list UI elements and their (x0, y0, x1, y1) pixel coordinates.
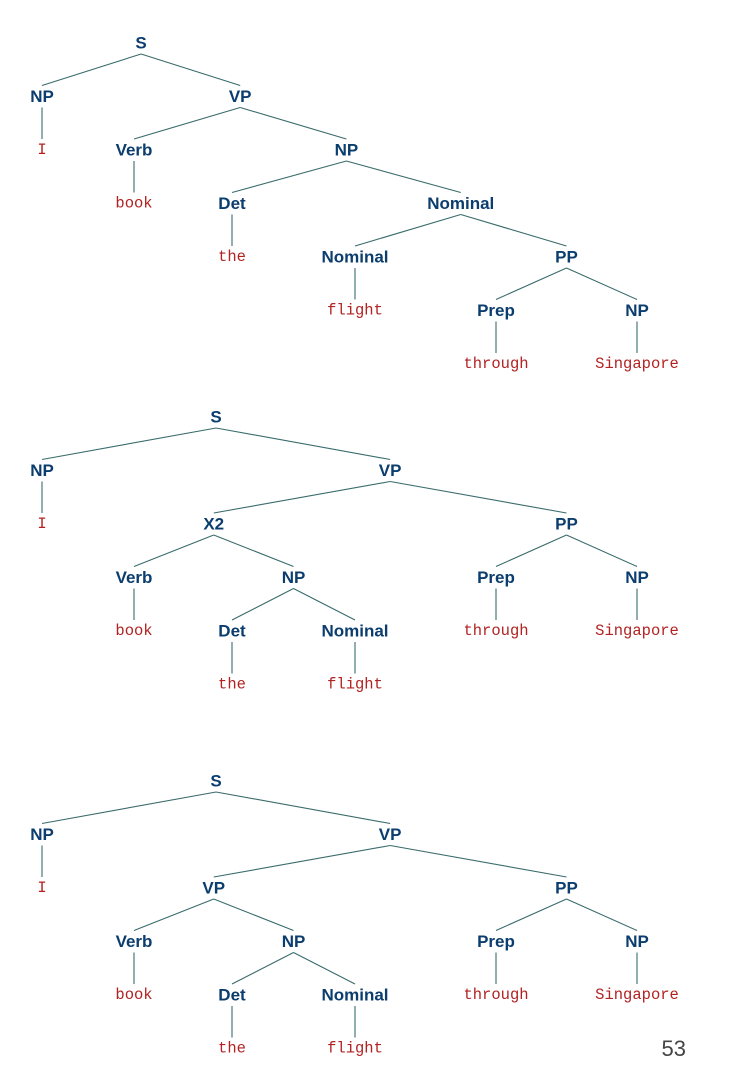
tree-edge (293, 952, 356, 985)
tree-edge (41, 427, 217, 461)
tree-edge (460, 213, 567, 247)
tree-edge (213, 898, 294, 932)
leaf-word: through (463, 622, 528, 640)
leaf-word: I (37, 879, 46, 897)
tree-node-label: VP (379, 461, 402, 480)
tree-edge (495, 267, 567, 301)
tree-edge (390, 480, 567, 514)
tree-edge (213, 480, 391, 514)
tree-node-label: NP (625, 932, 649, 951)
tree-node-label: Nominal (321, 622, 388, 641)
tree-node-label: Verb (116, 568, 153, 587)
tree-node-label: PP (555, 515, 578, 534)
tree-edge (231, 588, 294, 621)
tree-node-label: S (135, 34, 146, 53)
tree-node-label: NP (625, 568, 649, 587)
tree-node-label: Nominal (427, 194, 494, 213)
tree-edge (495, 898, 567, 932)
tree-node-label: Nominal (321, 248, 388, 267)
leaf-word: Singapore (595, 622, 679, 640)
tree-node-label: Prep (477, 932, 515, 951)
tree-node-label: NP (30, 825, 54, 844)
tree-node-label: X2 (203, 515, 224, 534)
tree-node-label: PP (555, 879, 578, 898)
tree-node-label: VP (379, 825, 402, 844)
tree-node-label: VP (229, 87, 252, 106)
tree-edge (566, 534, 638, 568)
tree-edge (231, 160, 347, 194)
leaf-word: through (463, 355, 528, 373)
leaf-word: through (463, 986, 528, 1004)
tree-node-label: S (210, 408, 221, 427)
tree-node-label: NP (282, 932, 306, 951)
leaf-word: the (218, 248, 246, 266)
leaf-word: the (218, 676, 246, 694)
tree-edge (240, 106, 347, 140)
tree-edge (213, 534, 294, 568)
tree-edge (293, 588, 356, 621)
tree-edge (495, 534, 567, 568)
leaf-word: Singapore (595, 355, 679, 373)
leaf-word: flight (327, 302, 383, 320)
tree-edge (231, 952, 294, 985)
tree-edge (133, 106, 241, 140)
tree-node-label: NP (625, 301, 649, 320)
tree-node-label: Verb (116, 932, 153, 951)
tree-node-label: Det (218, 622, 246, 641)
tree-node-label: VP (202, 879, 225, 898)
tree-edge (566, 267, 638, 301)
page-number: 53 (661, 1036, 686, 1061)
tree-node-label: Prep (477, 568, 515, 587)
leaf-word: book (115, 622, 152, 640)
tree-node-label: Det (218, 986, 246, 1005)
tree-node-label: S (210, 772, 221, 791)
tree-node-label: Prep (477, 301, 515, 320)
tree-node-label: NP (282, 568, 306, 587)
leaf-word: the (218, 1040, 246, 1058)
tree-edge (566, 898, 638, 932)
tree-node-label: NP (30, 87, 54, 106)
tree-edge (215, 427, 391, 461)
tree-edge (215, 791, 391, 825)
tree-edge (346, 160, 461, 194)
leaf-word: flight (327, 676, 383, 694)
tree-edge (213, 844, 391, 878)
tree-edge (390, 844, 567, 878)
tree-edge (41, 791, 217, 825)
leaf-word: Singapore (595, 986, 679, 1004)
leaf-word: book (115, 986, 152, 1004)
leaf-word: book (115, 195, 152, 213)
tree-node-label: Verb (116, 141, 153, 160)
tree-edge (133, 534, 214, 568)
leaf-word: flight (327, 1040, 383, 1058)
leaf-word: I (37, 515, 46, 533)
tree-edge (140, 53, 241, 87)
tree-node-label: NP (335, 141, 359, 160)
tree-edge (354, 213, 461, 247)
tree-node-label: Det (218, 194, 246, 213)
tree-node-label: NP (30, 461, 54, 480)
tree-edge (133, 898, 214, 932)
tree-node-label: Nominal (321, 986, 388, 1005)
leaf-word: I (37, 141, 46, 159)
tree-edge (41, 53, 142, 87)
tree-node-label: PP (555, 248, 578, 267)
